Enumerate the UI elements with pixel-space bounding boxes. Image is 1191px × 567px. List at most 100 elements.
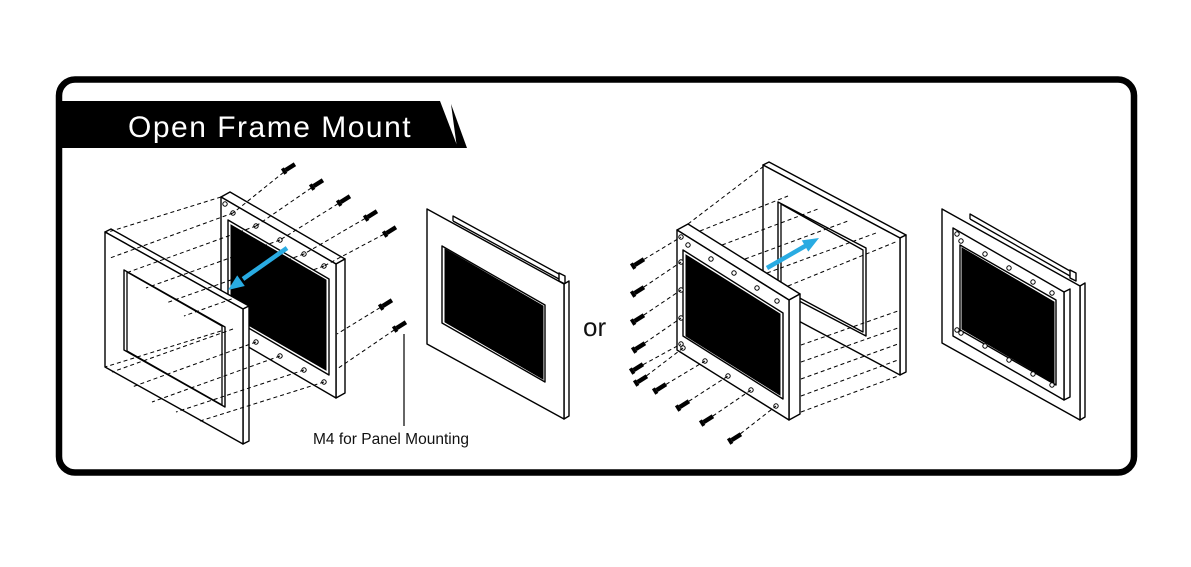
alignment-guide-line bbox=[131, 341, 257, 388]
panel-cutout-sheet-left bbox=[104, 228, 250, 445]
display-depth-side-edge bbox=[1063, 288, 1071, 401]
alignment-guide-line bbox=[766, 232, 877, 274]
alignment-guide-line bbox=[175, 369, 305, 413]
m4-screw bbox=[698, 414, 715, 427]
guide-lines-left bbox=[104, 167, 401, 422]
screw-guide-line bbox=[637, 289, 682, 320]
arrow-head bbox=[801, 238, 819, 252]
screw-guide-line bbox=[640, 347, 684, 381]
screw-guide-line bbox=[323, 230, 391, 267]
insert-direction-arrow-right-icon bbox=[765, 238, 819, 270]
screw-guide-line bbox=[336, 303, 387, 335]
screw-hole bbox=[1049, 290, 1055, 296]
screw-hole bbox=[685, 242, 691, 248]
alignment-guide-line bbox=[109, 212, 234, 259]
alignment-guide-line bbox=[104, 196, 222, 234]
alignment-guide-line bbox=[183, 265, 325, 317]
screw-guide-line bbox=[682, 375, 729, 406]
alignment-guide-line bbox=[104, 330, 222, 368]
screw-hole bbox=[1049, 382, 1055, 388]
alignment-guide-line bbox=[800, 310, 899, 346]
display-top-edge-behind-panel bbox=[452, 215, 566, 285]
screw-hole bbox=[1006, 357, 1012, 363]
display-edge-line bbox=[452, 215, 560, 275]
display-depth-side-edge bbox=[788, 293, 801, 421]
m4-screw bbox=[674, 399, 691, 412]
screw-guide-line bbox=[336, 325, 401, 370]
alignment-guide-line bbox=[687, 165, 765, 225]
page-title: Open Frame Mount bbox=[128, 111, 412, 144]
screw-guide-line bbox=[637, 261, 682, 292]
display-screen bbox=[685, 254, 781, 396]
exploded-view-right bbox=[628, 161, 907, 445]
arrow-shaft bbox=[241, 246, 289, 281]
exploded-view-left bbox=[104, 162, 408, 445]
display-unit-left bbox=[220, 191, 346, 399]
alignment-guide-line bbox=[721, 208, 819, 246]
panel-depth-side-edge bbox=[563, 280, 570, 420]
alignment-guide-line bbox=[111, 328, 234, 373]
alignment-guide-line bbox=[787, 240, 899, 287]
alignment-guide-line bbox=[151, 355, 281, 403]
screw-guide-line bbox=[637, 236, 682, 264]
m4-screw bbox=[280, 162, 297, 175]
alignment-guide-line bbox=[145, 239, 281, 289]
m4-screw bbox=[377, 298, 394, 311]
screw-guide-line bbox=[659, 360, 706, 389]
screw-guide-line bbox=[255, 183, 318, 227]
alignment-guide-line bbox=[800, 359, 899, 397]
title-banner-accent bbox=[451, 104, 467, 148]
m4-screws-left bbox=[280, 162, 408, 333]
screw-guide-line bbox=[734, 405, 777, 439]
display-screen-through-cutout bbox=[444, 248, 544, 380]
m4-screw bbox=[362, 209, 379, 222]
title-banner-shape bbox=[59, 101, 458, 148]
assembled-view-right bbox=[941, 208, 1086, 421]
display-edge-line bbox=[969, 213, 1071, 272]
display-edge-line bbox=[969, 218, 1071, 277]
alignment-guide-line bbox=[800, 327, 899, 363]
screw-hole bbox=[1030, 279, 1036, 285]
screw-hole bbox=[958, 238, 964, 244]
assembled-view-left bbox=[426, 208, 570, 420]
m4-note-label: M4 for Panel Mounting bbox=[313, 431, 469, 448]
display-edge-line bbox=[452, 220, 560, 280]
screw-guide-line bbox=[636, 343, 682, 369]
alignment-guide-line bbox=[800, 375, 899, 413]
m4-screw bbox=[651, 382, 668, 395]
screw-hole bbox=[708, 256, 714, 262]
m4-screw bbox=[381, 225, 398, 238]
screw-hole bbox=[954, 327, 960, 333]
panel-depth-side-edge bbox=[242, 305, 250, 445]
screw-guide-line bbox=[279, 199, 345, 241]
screw-guide-line bbox=[706, 389, 752, 421]
panel-depth-side-edge bbox=[1079, 282, 1086, 421]
display-top-edge-behind-panel bbox=[969, 213, 1077, 282]
arrow-shaft bbox=[765, 243, 809, 270]
screw-hole bbox=[958, 330, 964, 336]
alignment-guide-line bbox=[199, 381, 325, 422]
m4-screw bbox=[629, 285, 646, 298]
m4-screws-right bbox=[628, 257, 743, 445]
guide-lines-right bbox=[636, 165, 899, 439]
screw-hole bbox=[754, 285, 760, 291]
panel-depth-side-edge bbox=[899, 234, 907, 376]
or-label: or bbox=[583, 312, 606, 342]
alignment-guide-line bbox=[165, 253, 305, 304]
m4-screw bbox=[629, 257, 646, 270]
arrow-head bbox=[228, 275, 245, 290]
alignment-guide-line bbox=[800, 343, 899, 380]
alignment-guide-line bbox=[699, 195, 789, 232]
screw-guide-line bbox=[232, 167, 290, 214]
screw-hole bbox=[774, 298, 780, 304]
alignment-guide-line bbox=[744, 220, 849, 260]
screw-hole bbox=[982, 251, 988, 257]
screw-hole bbox=[1006, 265, 1012, 271]
m4-annotation: M4 for Panel Mounting bbox=[313, 334, 469, 448]
title-banner: Open Frame Mount bbox=[59, 101, 467, 148]
m4-screw bbox=[391, 320, 408, 333]
m4-screw bbox=[726, 432, 743, 445]
m4-screw bbox=[628, 362, 645, 375]
panel-cutout-inner-edge bbox=[126, 271, 223, 406]
